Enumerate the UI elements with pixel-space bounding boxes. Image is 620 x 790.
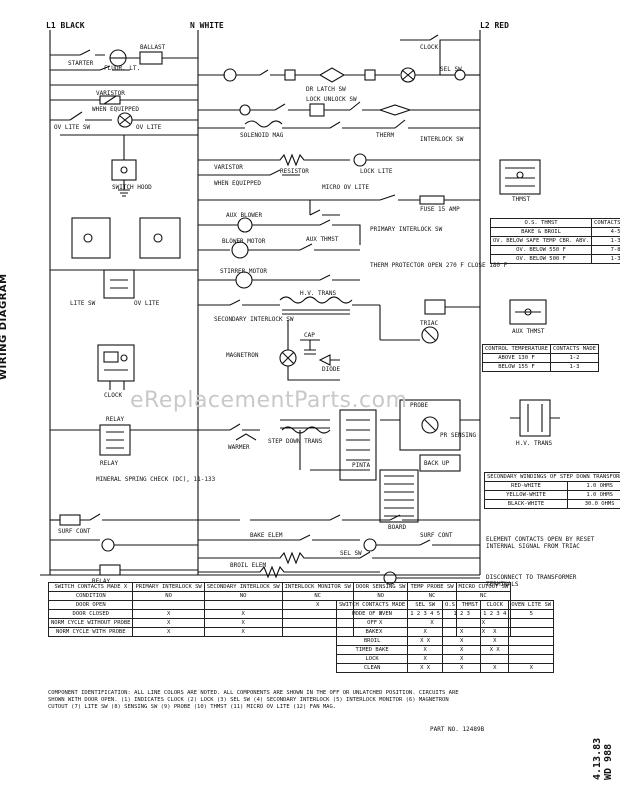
primary-interlock-label: PRIMARY INTERLOCK SW (370, 226, 443, 233)
ov-lite-sw-label: OV LITE SW (54, 124, 91, 131)
cap-label: CAP (304, 332, 315, 339)
solenoid-label: SOLENOID MAG (240, 132, 284, 139)
aux-thmst-label: AUX THMST (306, 236, 339, 243)
n-label: N WHITE (190, 21, 224, 30)
warmer-label: WARMER (228, 444, 250, 451)
lock-lite-label: LOCK LITE (360, 168, 393, 175)
lite-sw-label: LITE SW (70, 300, 96, 307)
thmst-contacts-table: O.S. THMST CONTACTS MADE BAKE & BROIL4-5… (489, 218, 620, 264)
l2-label: L2 RED (480, 21, 509, 30)
ov-lite-label: OV LITE (136, 124, 162, 131)
part-number: PART NO. 12489B (430, 726, 485, 733)
fuse-label: FUSE 15 AMP (420, 206, 460, 213)
when-equipped-label-1: WHEN EQUIPPED (92, 106, 139, 113)
magnetron-label: MAGNETRON (226, 352, 259, 359)
board-label: BOARD (388, 524, 407, 531)
lock-unlock-label: LOCK UNLOCK SW (306, 96, 357, 103)
surf-cont-label: SURF CONT (58, 528, 91, 535)
varistor-label-1: VARISTOR (96, 90, 125, 97)
oven-mode-table: SWITCH CONTACTS MADE SEL SW O.S. THMST C… (335, 600, 555, 673)
thmst-terminal-symbol (499, 159, 541, 195)
clock-module-symbol (97, 344, 135, 382)
back-up-label: BACK UP (424, 460, 450, 467)
clock-label: CLOCK (420, 44, 439, 51)
dr-latch-label: DR LATCH SW (306, 86, 346, 93)
when-equipped-label-2: WHEN EQUIPPED (214, 180, 261, 187)
secondary-windings-table: SECONDARY WINDINGS OF STEP DOWN TRANSFOR… (483, 472, 620, 509)
ballast-label: BALLAST (140, 44, 166, 51)
starter-label: STARTER (68, 60, 94, 67)
switch-hood-label: SWITCH HOOD (112, 184, 152, 191)
l1-label: L1 BLACK (46, 21, 85, 30)
triac-label: TRIAC (420, 320, 439, 327)
resistor-label: RESISTOR (280, 168, 309, 175)
aux-thmst-label-2: AUX THMST (512, 328, 545, 335)
secondary-interlock-label: SECONDARY INTERLOCK SW (214, 316, 294, 323)
hv-trans-symbol (519, 399, 551, 437)
mineral-spring-label: MINERAL SPRING CHECK (DC), 11-133 (96, 476, 216, 483)
bake-elem-label: BAKE ELEM (250, 532, 283, 539)
diode-label: DIODE (322, 366, 341, 373)
ballast-symbol (139, 51, 163, 65)
step-down-label: STEP DOWN TRANS (268, 438, 323, 445)
broil-elem-label: BROIL ELEM (230, 562, 267, 569)
switch-hood-symbol (111, 159, 137, 181)
diagram-title: WIRING DIAGRAM (0, 273, 9, 380)
sel-sw-label-2: SEL SW (340, 550, 362, 557)
hv-trans-label-2: H.V. TRANS (516, 440, 553, 447)
clock-panel-label: CLOCK (104, 392, 123, 399)
hv-trans-label: H.V. TRANS (300, 290, 337, 297)
blower-motor-label: BLOWER MOTOR (222, 238, 266, 245)
pinta-label: PINTA (352, 462, 371, 469)
thmst-label: THMST (512, 196, 531, 203)
relay-label: RELAY (100, 460, 119, 467)
fuse-symbol (419, 195, 445, 205)
interlock-sw-label: INTERLOCK SW (420, 136, 464, 143)
varistor-label-2: VARISTOR (214, 164, 243, 171)
surf-cont-label-2: SURF CONT (420, 532, 453, 539)
component-notes: COMPONENT IDENTIFICATION: ALL LINE COLOR… (48, 690, 459, 710)
micro-ov-lite-label: MICRO OV LITE (322, 184, 369, 191)
control-temp-table: CONTROL TEMPERATURE CONTACTS MADE ABOVE … (482, 344, 599, 372)
sel-sw-label: SEL SW (440, 66, 462, 73)
stirrer-motor-label: STIRRER MOTOR (220, 268, 267, 275)
revision-stamp: 4.13.83 WD 988 (592, 737, 614, 780)
relay-label-2: RELAY (92, 578, 111, 585)
oven-light-label: OV LITE (134, 300, 160, 307)
relay-panel-label: RELAY (106, 416, 125, 423)
aux-blower-label: AUX BLOWER (226, 212, 263, 219)
probe-label: PROBE (410, 402, 429, 409)
therm-label: THERM (376, 132, 395, 139)
therm-protector-label: THERM PROTECTOR OPEN 270 F CLOSE 180 F (370, 262, 508, 269)
element-contacts-note: ELEMENT CONTACTS OPEN BY RESET INTERNAL … (486, 536, 595, 550)
pr-sensing-label: PR SENSING (440, 432, 477, 439)
fluor-lamp-label: FLUOR. LT. (104, 65, 141, 72)
